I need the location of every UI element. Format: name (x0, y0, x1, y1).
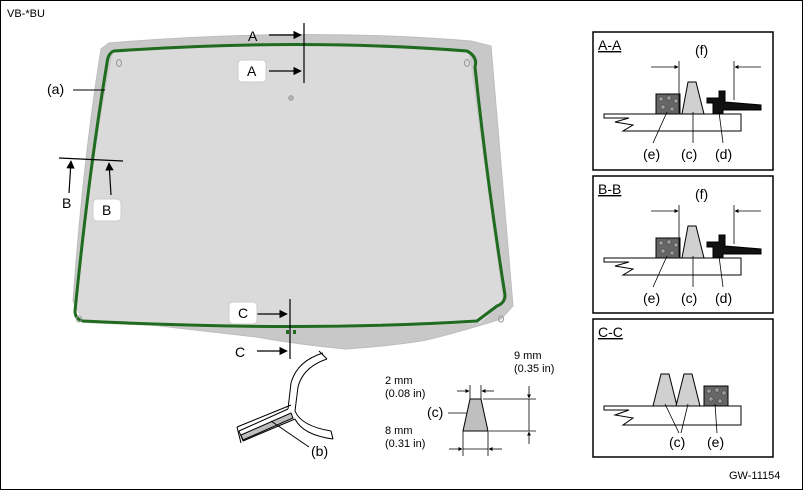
dim-base-in: (0.31 in) (385, 438, 425, 450)
section-aa-panel (592, 31, 774, 171)
section-line-c (257, 299, 291, 359)
marker-c-inner: C (238, 305, 248, 321)
section-title-aa: A-A (598, 37, 622, 53)
dim-height-mm: 9 mm (514, 350, 542, 362)
dim-height-in: (0.35 in) (514, 363, 554, 375)
marker-a-top: A (248, 28, 258, 44)
section-cc-panel (592, 318, 774, 458)
callout-c-aa: (c) (681, 146, 697, 162)
callout-e-cc: (e) (707, 434, 724, 450)
sensor-mark (288, 95, 294, 101)
marker-b-inner: B (102, 202, 111, 218)
callout-a: (a) (47, 81, 64, 97)
callout-c-bb: (c) (681, 290, 697, 306)
callout-e-aa: (e) (643, 146, 660, 162)
callout-d-aa: (d) (715, 146, 732, 162)
nozzle-detail (236, 350, 334, 444)
marker-b-outer: B (62, 195, 71, 211)
windshield-glass (72, 33, 514, 350)
callout-c-cc: (c) (669, 434, 685, 450)
section-title-bb: B-B (598, 181, 621, 197)
dim-base-mm: 8 mm (385, 425, 413, 437)
figure-code: VB-*BU (7, 8, 45, 20)
callout-b: (b) (311, 443, 328, 459)
callout-e-bb: (e) (643, 290, 660, 306)
section-title-cc: C-C (598, 324, 623, 340)
dim-width-mm: 2 mm (385, 375, 413, 387)
marker-c-outer: C (235, 344, 245, 360)
bead-profile (449, 385, 536, 456)
section-line-b (58, 157, 124, 196)
section-bb-panel (592, 175, 774, 314)
callout-d-bb: (d) (715, 290, 732, 306)
callout-f-bb: (f) (695, 186, 708, 202)
marker-a-inner: A (247, 63, 257, 79)
adhesive-line (73, 43, 507, 328)
callout-c-profile: (c) (427, 404, 443, 420)
section-line-a (269, 23, 305, 83)
dim-width-in: (0.08 in) (385, 388, 425, 400)
figure-id: GW-11154 (729, 470, 780, 482)
callout-f-aa: (f) (695, 42, 708, 58)
